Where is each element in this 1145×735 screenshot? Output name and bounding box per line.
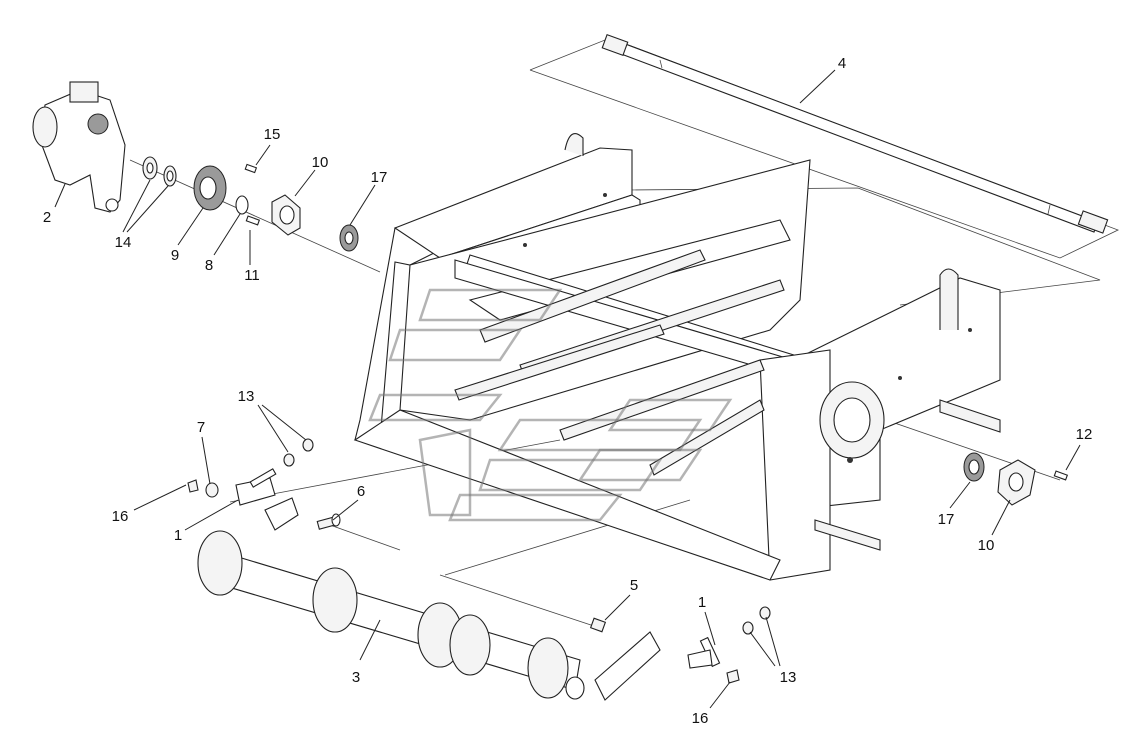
bolt-right bbox=[1053, 470, 1069, 481]
callout-10-left: 10 bbox=[312, 154, 329, 171]
callouts: 1 1 2 3 4 5 6 7 8 9 10 10 11 12 13 13 14… bbox=[43, 55, 1093, 727]
bearing-right bbox=[963, 452, 985, 482]
drive-shaft bbox=[601, 33, 1109, 234]
bolt-6 bbox=[316, 513, 341, 530]
right-bracket-hardware bbox=[589, 606, 771, 701]
callout-7: 7 bbox=[197, 419, 205, 436]
callout-8: 8 bbox=[205, 257, 213, 274]
callout-15: 15 bbox=[264, 126, 281, 143]
callout-1-right: 1 bbox=[698, 594, 706, 611]
leader-lines bbox=[54, 69, 1081, 709]
callout-16-right: 16 bbox=[692, 710, 709, 727]
small-parts-left bbox=[235, 163, 261, 226]
callout-1-left: 1 bbox=[174, 527, 182, 544]
watermark-logo bbox=[368, 288, 733, 522]
callout-12: 12 bbox=[1076, 426, 1093, 443]
callout-17-right: 17 bbox=[938, 511, 955, 528]
callout-9: 9 bbox=[171, 247, 179, 264]
left-bracket-hardware bbox=[187, 438, 314, 531]
sprocket bbox=[193, 165, 227, 211]
callout-10-right: 10 bbox=[978, 537, 995, 554]
callout-6: 6 bbox=[357, 483, 365, 500]
gearbox bbox=[32, 81, 126, 213]
callout-13-left: 13 bbox=[238, 388, 255, 405]
callout-16-left: 16 bbox=[112, 508, 129, 525]
callout-14: 14 bbox=[115, 234, 132, 251]
callout-11: 11 bbox=[244, 267, 260, 284]
callout-5: 5 bbox=[630, 577, 638, 594]
callout-2: 2 bbox=[43, 209, 51, 226]
callout-4: 4 bbox=[838, 55, 846, 72]
bearing-left bbox=[339, 224, 359, 252]
callout-13-right: 13 bbox=[780, 669, 797, 686]
roller bbox=[197, 530, 585, 700]
main-frame bbox=[353, 133, 1001, 581]
bearing-flange-right bbox=[997, 459, 1036, 506]
bearing-flange-left bbox=[271, 194, 301, 236]
callout-3: 3 bbox=[352, 669, 360, 686]
washers bbox=[142, 156, 177, 187]
callout-17-left: 17 bbox=[371, 169, 388, 186]
